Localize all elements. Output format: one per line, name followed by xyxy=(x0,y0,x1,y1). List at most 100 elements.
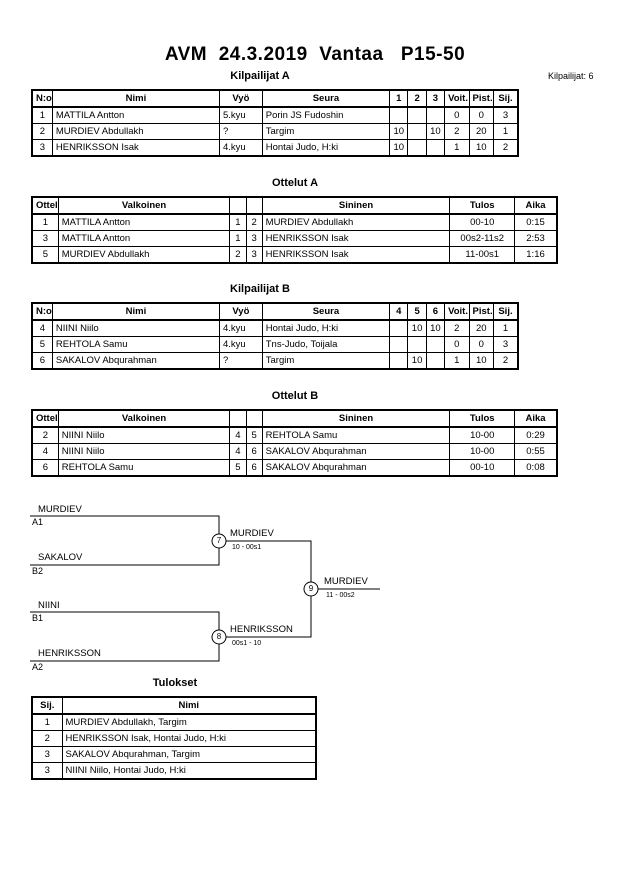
pool-b-header-cell: 4 xyxy=(389,302,409,321)
matches-a-header-cell: Ottelu xyxy=(31,196,59,215)
matches-b-header-cell: Aika xyxy=(514,409,558,428)
results-cell: MURDIEV Abdullakh, Targim xyxy=(61,713,317,731)
matches-a-cell: 11-00s1 xyxy=(449,246,516,264)
pool-b-cell xyxy=(425,352,446,370)
matches-b-header-row: OtteluValkoinenSininenTulosAika xyxy=(31,409,558,428)
matches-b-cell: 0:08 xyxy=(514,459,558,477)
matches-a-cell: HENRIKSSON Isak xyxy=(261,246,451,264)
pool-b-header-cell: Vyö xyxy=(218,302,263,321)
pool-b-cell xyxy=(389,336,409,353)
results-header-cell: Nimi xyxy=(61,696,317,715)
matches-b-cell: NIINI Niilo xyxy=(57,443,231,460)
pool-a-cell: 2 xyxy=(444,123,470,140)
pool-a-header-cell: 1 xyxy=(389,89,409,108)
match-9-score: 11 - 00s2 xyxy=(326,592,355,599)
pool-a-cell: MURDIEV Abdullakh xyxy=(51,123,220,140)
match-7-score: 10 - 00s1 xyxy=(232,544,262,551)
matches-b-title: Ottelut B xyxy=(271,390,319,402)
sf1-top-seed: A1 xyxy=(32,517,44,527)
match-8-number: 8 xyxy=(216,632,222,641)
page-title: AVM 24.3.2019 Vantaa P15-50 xyxy=(164,44,466,65)
sf1-bottom-name: SAKALOV xyxy=(38,552,83,563)
pool-a-cell: 20 xyxy=(468,123,494,140)
matches-b-cell: 6 xyxy=(245,443,263,460)
matches-a-title: Ottelut A xyxy=(271,177,319,189)
pool-b-cell: 0 xyxy=(468,336,494,353)
pool-b-cell: 5 xyxy=(31,336,53,353)
pool-b-cell: 0 xyxy=(444,336,470,353)
matches-a-cell: MATTILA Antton xyxy=(57,230,231,247)
matches-a-cell: 5 xyxy=(31,246,59,264)
pool-b-cell: Tns-Judo, Toijala xyxy=(261,336,391,353)
matches-b-cell: 0:55 xyxy=(514,443,558,460)
matches-b-cell: 6 xyxy=(245,459,263,477)
pool-b-header-cell: Pist. xyxy=(468,302,494,321)
pool-b-cell: 6 xyxy=(31,352,53,370)
matches-a-cell: HENRIKSSON Isak xyxy=(261,230,451,247)
matches-a-cell: 3 xyxy=(245,230,263,247)
pool-b-cell: 10 xyxy=(407,352,427,370)
results-cell: 3 xyxy=(31,762,63,780)
match-7-number: 7 xyxy=(216,536,222,545)
match-7-circle xyxy=(211,533,227,549)
pool-a-cell: 10 xyxy=(468,139,494,157)
matches-b-header-cell: Sininen xyxy=(261,409,451,428)
sf2-top-name: NIINI xyxy=(38,600,60,611)
pool-b-cell xyxy=(389,352,409,370)
pool-a-header-cell: 2 xyxy=(407,89,427,108)
matches-b-cell: 6 xyxy=(31,459,59,477)
matches-a-cell: 3 xyxy=(245,246,263,264)
pool-b-cell: 20 xyxy=(468,319,494,337)
pool-b-cell: 2 xyxy=(492,352,519,370)
pool-b-cell: 3 xyxy=(492,336,519,353)
matches-a-cell: 1:16 xyxy=(514,246,558,264)
pool-b-header-cell: Nimi xyxy=(51,302,220,321)
pool-b-header-cell: Sij. xyxy=(492,302,519,321)
pool-a-cell: 2 xyxy=(31,123,53,140)
pool-b-header-cell: 6 xyxy=(425,302,446,321)
pool-b-cell xyxy=(425,336,446,353)
pool-a-header-cell: Voit. xyxy=(444,89,470,108)
matches-b-header-cell xyxy=(245,409,263,428)
pool-a-header-cell: Sij. xyxy=(492,89,519,108)
pool-a-header-cell: Nimi xyxy=(51,89,220,108)
pool-a-cell xyxy=(425,139,446,157)
pool-a-cell: 1 xyxy=(31,106,53,124)
matches-a-cell: 00s2-11s2 xyxy=(449,230,516,247)
pool-b-header-cell: Voit. xyxy=(444,302,470,321)
sf2-bottom-seed: A2 xyxy=(32,662,44,672)
pool-a-cell: 3 xyxy=(31,139,53,157)
match-8-score: 00s1 - 10 xyxy=(232,640,262,647)
matches-a-cell: 3 xyxy=(31,230,59,247)
match-9-winner: MURDIEV xyxy=(324,576,368,587)
pool-a-cell: 10 xyxy=(389,123,409,140)
pool-a-header-cell: Pist. xyxy=(468,89,494,108)
pool-b-cell: REHTOLA Samu xyxy=(51,336,220,353)
pool-b-cell: SAKALOV Abqurahman xyxy=(51,352,220,370)
sf1-top-name: MURDIEV xyxy=(38,504,82,515)
results-header-row: Sij.Nimi xyxy=(31,696,317,715)
results-cell: 3 xyxy=(31,746,63,763)
sf2-top-seed: B1 xyxy=(32,613,44,623)
match-8-winner: HENRIKSSON xyxy=(230,624,293,635)
match-8-circle xyxy=(211,629,227,645)
matches-a-header-cell: Aika xyxy=(514,196,558,215)
pool-b-header-cell: Seura xyxy=(261,302,391,321)
pool-a-header-cell: 3 xyxy=(425,89,446,108)
sf2-bottom-name: HENRIKSSON xyxy=(38,648,101,659)
pool-b-cell: Targim xyxy=(261,352,391,370)
